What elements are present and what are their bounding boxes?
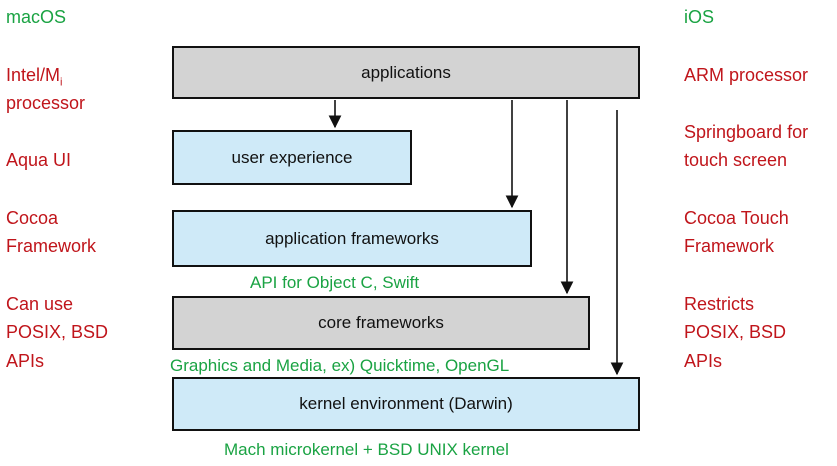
user-experience-layer: user experience — [172, 130, 412, 185]
macos-processor-line2: processor — [6, 93, 86, 113]
api-note: API for Object C, Swift — [250, 273, 420, 292]
graphics-note: Graphics and Media, ex) Quicktime, OpenG… — [170, 356, 510, 375]
ios-ui-line1: Springboard for — [684, 122, 809, 142]
macos-posix-line1: Can use — [6, 294, 74, 314]
ios-framework-line2: Framework — [684, 236, 775, 256]
macos-posix-line2: POSIX, BSD — [6, 322, 109, 342]
ios-posix-line2: POSIX, BSD — [684, 322, 787, 342]
core-frameworks-layer: core frameworks — [172, 296, 590, 350]
application-frameworks-layer: application frameworks — [172, 210, 532, 267]
macos-processor-text: Intel/M — [6, 65, 61, 85]
ios-posix-line3: APIs — [684, 351, 723, 371]
kernel-note: Mach microkernel + BSD UNIX kernel — [224, 440, 509, 459]
macos-framework-line1: Cocoa — [6, 208, 59, 228]
ios-posix-line1: Restricts — [684, 294, 755, 314]
macos-framework-line2: Framework — [6, 236, 97, 256]
macos-ui: Aqua UI — [6, 150, 72, 170]
macos-processor: Intel/Mi — [6, 64, 62, 90]
macos-processor-subscript: i — [60, 76, 63, 89]
macos-title: macOS — [6, 7, 67, 27]
ios-title: iOS — [684, 7, 715, 27]
ios-framework-line1: Cocoa Touch — [684, 208, 789, 228]
kernel-environment-layer: kernel environment (Darwin) — [172, 377, 640, 431]
macos-posix-line3: APIs — [6, 351, 45, 371]
ios-ui-line2: touch screen — [684, 150, 788, 170]
applications-layer: applications — [172, 46, 640, 99]
ios-processor: ARM processor — [684, 65, 809, 85]
